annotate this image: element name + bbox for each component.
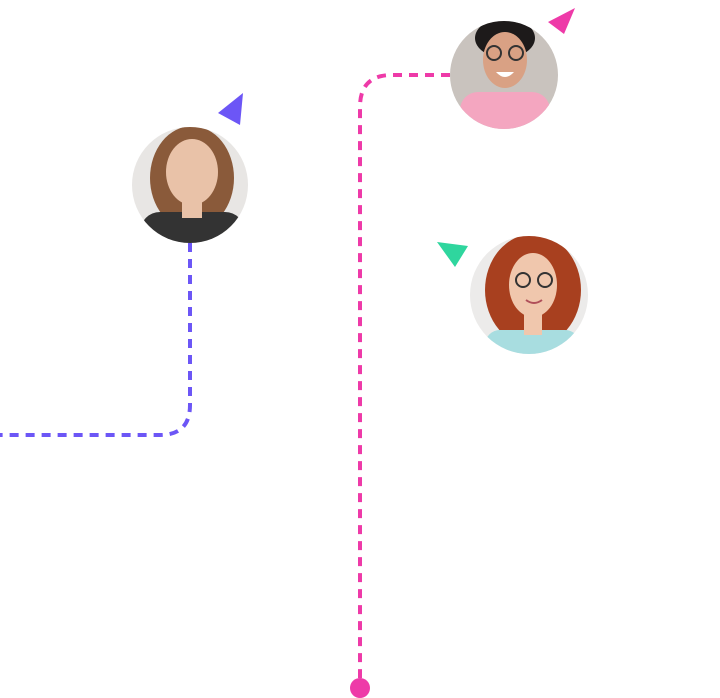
purple-triangle-marker (218, 93, 243, 125)
pink-endpoint-dot (350, 678, 370, 698)
purple-dashed-connector (0, 243, 192, 437)
pink-dashed-connector (358, 73, 450, 686)
avatar-person-pink-jacket (450, 21, 558, 129)
green-triangle-marker (437, 242, 468, 267)
pink-triangle-marker (548, 8, 575, 34)
avatar-redhead-glasses (470, 236, 588, 354)
avatar-woman-striped-shirt (132, 127, 248, 243)
